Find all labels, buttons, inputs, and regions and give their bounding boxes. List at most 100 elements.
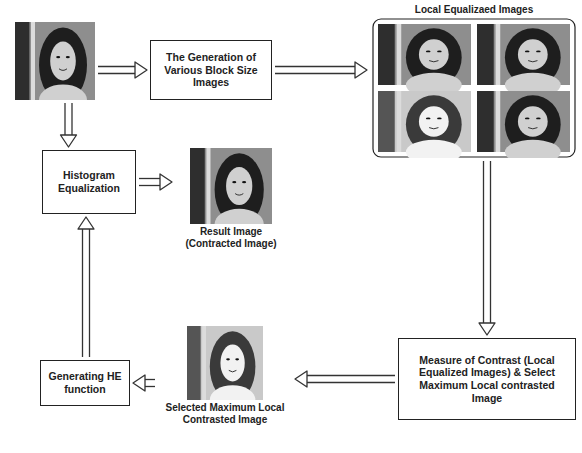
photo-bar — [477, 24, 494, 85]
image-caption: Result Image (Contracted Image) — [175, 226, 287, 250]
eye-shape — [437, 51, 442, 53]
arrow-shaft — [64, 103, 65, 135]
arrow-shaft — [139, 178, 160, 179]
mouth-shape — [229, 370, 237, 371]
process-box: Generating HE function — [40, 360, 130, 406]
flow-arrow — [98, 62, 147, 78]
box-label: Histogram Equalization — [49, 169, 129, 194]
mouth-shape — [59, 69, 67, 71]
arrow-shaft — [145, 379, 155, 380]
equalized-image — [378, 24, 471, 97]
mouth-shape — [528, 61, 537, 62]
image-illustration — [372, 18, 576, 158]
image-node — [15, 22, 95, 100]
eye-shape — [536, 118, 541, 120]
eye-shape — [437, 118, 442, 120]
shoulder-shape — [406, 140, 462, 158]
shoulder-shape — [210, 385, 256, 400]
photo — [187, 326, 263, 400]
photo-bar — [496, 91, 501, 152]
eye-shape — [426, 51, 431, 53]
photo-bar — [15, 22, 29, 100]
arrow-shaft — [98, 73, 135, 74]
flow-arrow — [275, 62, 367, 78]
arrow-shaft — [490, 161, 491, 323]
face-shape — [419, 39, 449, 70]
mouth-shape — [235, 194, 243, 196]
arrow-shaft — [483, 161, 484, 323]
eye-shape — [536, 51, 541, 53]
arrow-head — [78, 217, 94, 229]
photo — [190, 148, 272, 224]
arrow-head — [355, 62, 367, 78]
arrow-head — [133, 375, 145, 391]
equalized-image — [378, 91, 471, 158]
eye-shape — [426, 118, 431, 120]
box-label: Measure of Contrast (Local Equalized Ima… — [405, 354, 569, 404]
mouth-shape — [528, 128, 537, 129]
flow-arrow — [78, 217, 94, 357]
arrow-shaft — [307, 382, 395, 383]
flow-arrow — [139, 174, 172, 190]
photo-bar — [190, 148, 205, 224]
image-caption: Local Equalizaed Images — [415, 4, 533, 16]
photo — [15, 22, 95, 100]
face-shape — [50, 42, 76, 81]
face-shape — [226, 167, 252, 205]
process-box: Measure of Contrast (Local Equalized Ima… — [398, 338, 576, 420]
arrow-shaft — [275, 73, 355, 74]
arrow-shaft — [145, 386, 155, 387]
eye-shape — [226, 358, 230, 360]
image-caption: Selected Maximum Local Contrasted Image — [158, 402, 292, 426]
box-label: Generating HE function — [47, 370, 123, 395]
photo-bar — [378, 91, 395, 152]
process-box: Histogram Equalization — [42, 150, 136, 214]
eye-shape — [242, 181, 246, 183]
panel-frame — [373, 19, 575, 157]
shoulder-shape — [505, 140, 561, 158]
photo-bar — [206, 148, 210, 224]
photo-bar — [202, 326, 206, 400]
shoulder-shape — [215, 209, 264, 224]
face-shape — [419, 106, 449, 137]
flow-arrow — [479, 161, 495, 335]
flow-arrow — [61, 103, 77, 147]
arrow-head — [61, 135, 77, 147]
photo-bar — [187, 326, 201, 400]
eye-shape — [235, 358, 239, 360]
face-shape — [518, 39, 548, 70]
image-node: Local Equalizaed Images — [370, 2, 578, 158]
arrow-shaft — [98, 66, 135, 67]
image-illustration — [187, 326, 263, 400]
photo-bar — [31, 22, 35, 100]
process-box: The Generation of Various Block Size Ima… — [150, 40, 272, 100]
flow-arrow — [133, 375, 155, 391]
face-shape — [518, 106, 548, 137]
arrow-head — [135, 62, 147, 78]
equalized-image — [477, 24, 570, 97]
flow-arrow — [295, 371, 395, 387]
photo-bar — [496, 24, 501, 85]
arrow-shaft — [307, 375, 395, 376]
image-node: Result Image (Contracted Image) — [175, 148, 287, 252]
equalized-image — [477, 91, 570, 158]
image-node: Selected Maximum Local Contrasted Image — [158, 326, 292, 428]
mouth-shape — [429, 61, 438, 62]
arrow-shaft — [82, 229, 83, 357]
image-illustration — [15, 22, 95, 100]
shoulder-shape — [39, 84, 87, 100]
arrow-shaft — [89, 229, 90, 357]
mouth-shape — [429, 128, 438, 129]
eye-shape — [525, 51, 530, 53]
box-label: The Generation of Various Block Size Ima… — [157, 51, 265, 89]
photo-bar — [477, 91, 494, 152]
eye-shape — [66, 56, 70, 58]
arrow-head — [160, 174, 172, 190]
arrow-head — [479, 323, 495, 335]
eye-shape — [56, 56, 60, 58]
photo-bar — [397, 91, 402, 152]
photo-bar — [378, 24, 395, 85]
arrow-head — [295, 371, 307, 387]
image-illustration — [190, 148, 272, 224]
face-shape — [220, 345, 244, 382]
